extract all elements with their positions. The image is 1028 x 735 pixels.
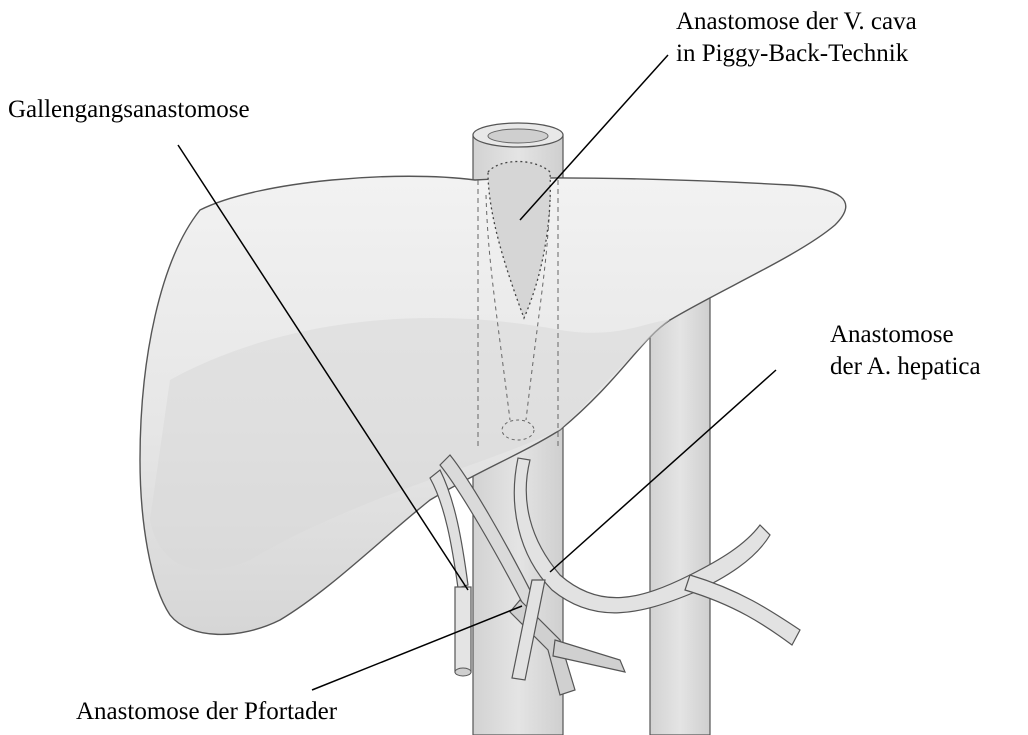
- label-gallengang-text: Gallengangsanastomose: [8, 94, 250, 126]
- aorta: [650, 290, 710, 735]
- label-v-cava-line2: in Piggy-Back-Technik: [676, 38, 917, 70]
- label-pfortader-anastomosis: Anastomose der Pfortader: [76, 696, 337, 728]
- label-v-cava-line1: Anastomose der V. cava: [676, 6, 917, 38]
- label-a-hepatica-anastomosis: Anastomose der A. hepatica: [830, 319, 981, 383]
- label-pfortader-text: Anastomose der Pfortader: [76, 696, 337, 728]
- label-a-hepatica-line1: Anastomose: [830, 319, 981, 351]
- label-a-hepatica-line2: der A. hepatica: [830, 351, 981, 383]
- label-v-cava-anastomosis: Anastomose der V. cava in Piggy-Back-Tec…: [676, 6, 917, 70]
- label-gallengang: Gallengangsanastomose: [8, 94, 250, 126]
